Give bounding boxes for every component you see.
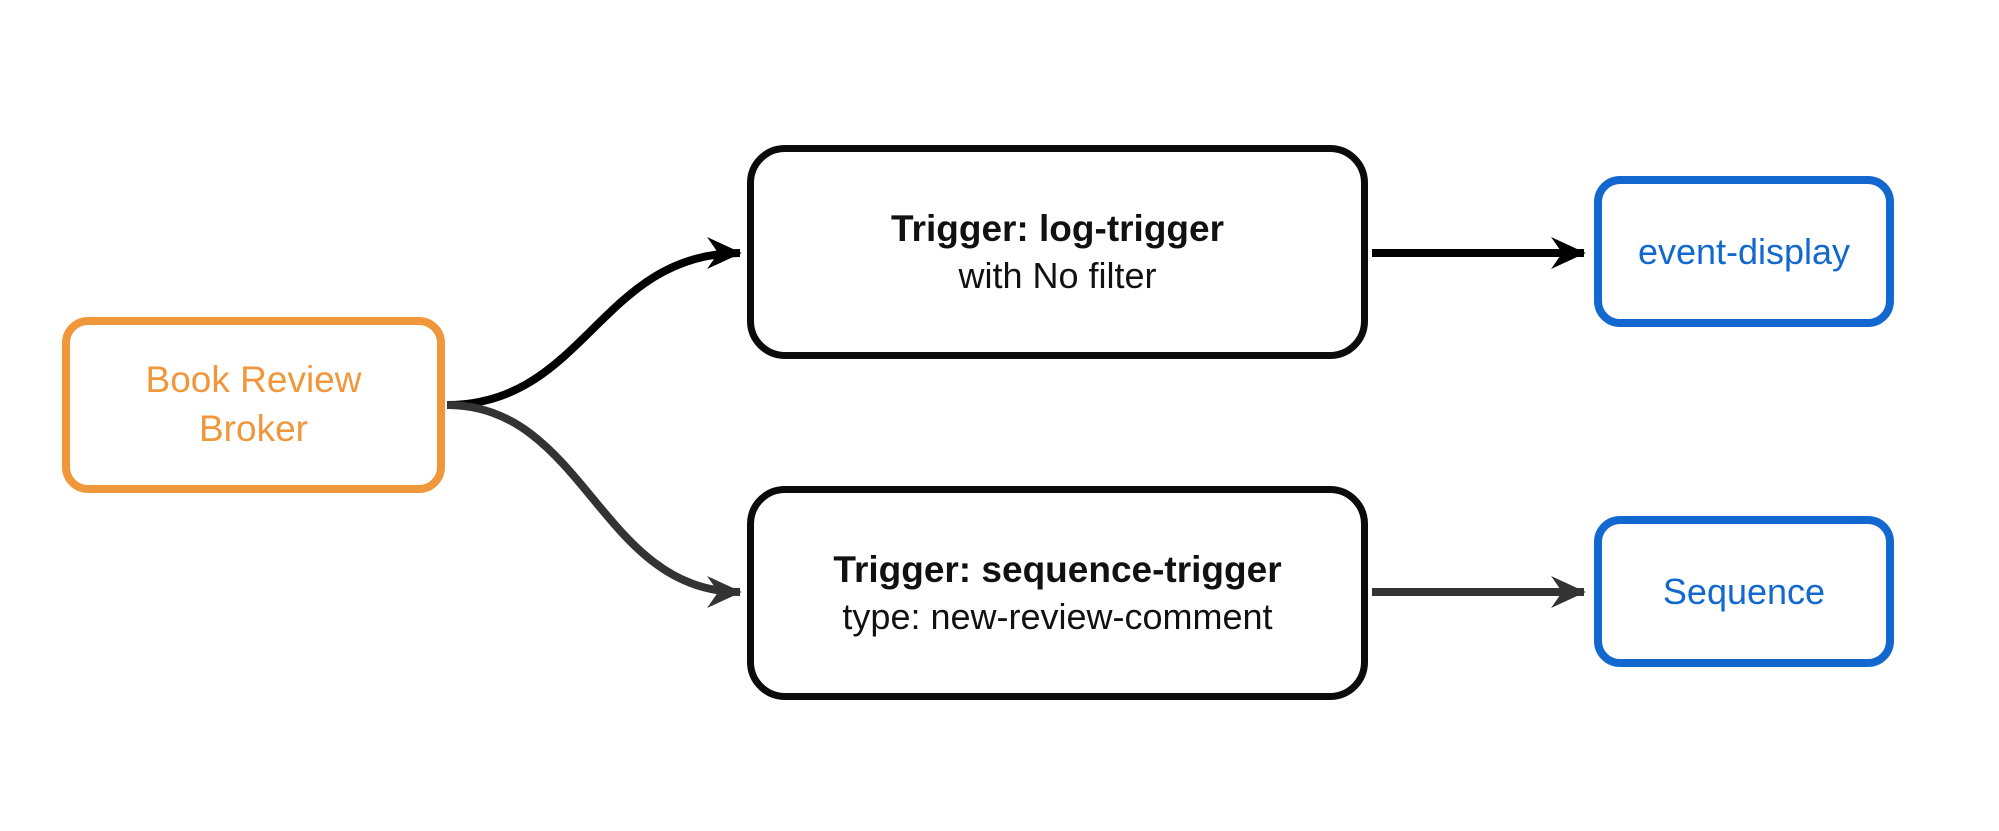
trigger-title: Trigger: sequence-trigger <box>833 548 1282 590</box>
sink-node-sequence: Sequence <box>1594 516 1894 667</box>
trigger-title: Trigger: log-trigger <box>891 207 1224 249</box>
trigger-node-log-trigger: Trigger: log-trigger with No filter <box>747 145 1368 359</box>
broker-label-line: Book Review <box>145 359 362 401</box>
sink-label: event-display <box>1637 230 1851 272</box>
sink-label: Sequence <box>1662 570 1826 612</box>
broker-label: Book Review Broker <box>146 356 362 454</box>
sink-node-event-display: event-display <box>1594 176 1894 327</box>
trigger-node-sequence-trigger: Trigger: sequence-trigger type: new-revi… <box>747 486 1368 700</box>
edge-broker-to-log-trigger <box>446 237 742 409</box>
trigger-subtitle: type: new-review-comment <box>842 595 1273 637</box>
broker-label-line: Broker <box>199 408 308 449</box>
edge-broker-to-sequence-trigger <box>446 401 742 608</box>
broker-node: Book Review Broker <box>62 317 445 493</box>
trigger-subtitle: with No filter <box>958 254 1157 296</box>
